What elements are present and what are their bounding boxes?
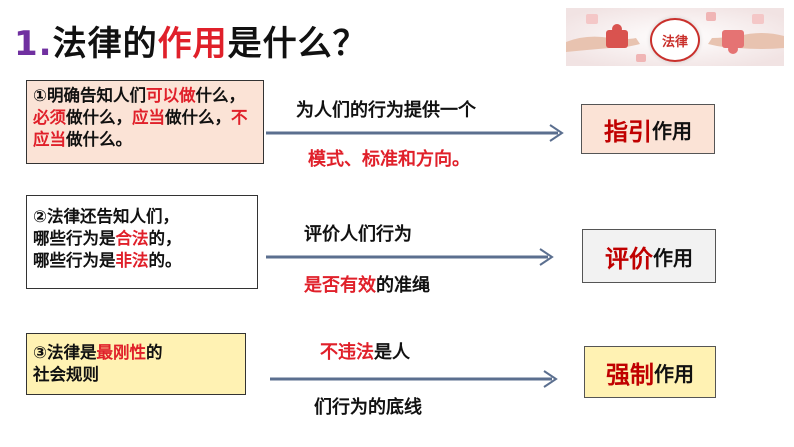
box2-text-d: 的， (148, 229, 182, 248)
result3-suffix: 作用 (654, 361, 694, 386)
box1-text-e: 做什么， (66, 108, 132, 127)
law-seal-badge: 法律 (650, 18, 700, 62)
evaluation-description-box: ②法律还告知人们， 哪些行为是合法的， 哪些行为是非法的。 (26, 195, 258, 289)
page-title: 1.法律的作用是什么？ (14, 16, 368, 65)
box2-text-e: 哪些行为是 (33, 251, 116, 270)
row2-label-bottom: 是否有效的准绳 (304, 271, 430, 297)
box1-text-h: 不应当 (33, 108, 248, 149)
title-number: 1. (14, 24, 53, 64)
title-part2: 作用 (157, 24, 228, 64)
box1-text-b: 可以做 (145, 86, 196, 105)
box3-text-b: 最刚性 (96, 343, 146, 362)
row3-label-bottom: 们行为的底线 (314, 397, 422, 418)
row2-label-bottom-black: 的准绳 (376, 275, 430, 296)
title-part1: 法律的 (52, 24, 158, 64)
row3-label-top-black: 是人 (374, 342, 410, 363)
row3-arrow-icon (270, 370, 558, 388)
box2-line2: 哪些行为是合法的， (33, 228, 251, 250)
box1-text-g: 做什么， (165, 108, 231, 127)
result2-suffix: 作用 (653, 245, 693, 270)
row3-label-top-red: 不违法 (320, 342, 374, 363)
box2-text-c: 合法 (115, 229, 149, 248)
title-part3: 是什么？ (227, 24, 368, 64)
law-banner-image: 法律 (566, 8, 784, 66)
result2-keyword: 评价 (605, 244, 653, 273)
box2-line3: 哪些行为是非法的。 (33, 250, 251, 272)
coercion-description-box: ③法律是最刚性的 社会规则 (26, 333, 246, 395)
row1-label-top: 为人们的行为提供一个 (296, 100, 476, 121)
result3-keyword: 强制 (606, 360, 654, 389)
box3-text-c: 的 (145, 343, 163, 362)
result1-keyword: 指引 (604, 117, 652, 146)
box1-text-c: 什么， (195, 86, 245, 105)
row2-arrow-icon (266, 248, 554, 266)
box2-text-g: 的。 (148, 251, 182, 270)
box1-text-a: ①明确告知人们 (33, 86, 146, 105)
row3-label-top: 不违法是人 (320, 338, 410, 364)
box3-line1: ③法律是最刚性的 (33, 342, 239, 364)
box2-text-f: 非法 (115, 251, 149, 270)
row1-arrow-icon (266, 124, 564, 142)
guidance-function-box: 指引作用 (581, 104, 715, 154)
evaluation-function-box: 评价作用 (582, 229, 716, 283)
box1-text-i: 做什么。 (66, 130, 132, 149)
box3-line2: 社会规则 (33, 365, 99, 384)
result1-suffix: 作用 (652, 118, 692, 143)
box1-text-d: 必须 (33, 108, 66, 127)
coercion-function-box: 强制作用 (584, 346, 716, 398)
row2-label-top: 评价人们行为 (304, 224, 412, 245)
guidance-description-box: ①明确告知人们可以做什么，必须做什么，应当做什么，不应当做什么。 (26, 80, 264, 164)
box2-line1: ②法律还告知人们， (33, 207, 179, 226)
box3-text-a: ③法律是 (33, 343, 97, 362)
box2-text-b: 哪些行为是 (33, 229, 116, 248)
row1-label-bottom: 模式、标准和方向。 (308, 149, 470, 170)
row2-label-bottom-red: 是否有效 (304, 275, 376, 296)
box1-text-f: 应当 (132, 108, 165, 127)
